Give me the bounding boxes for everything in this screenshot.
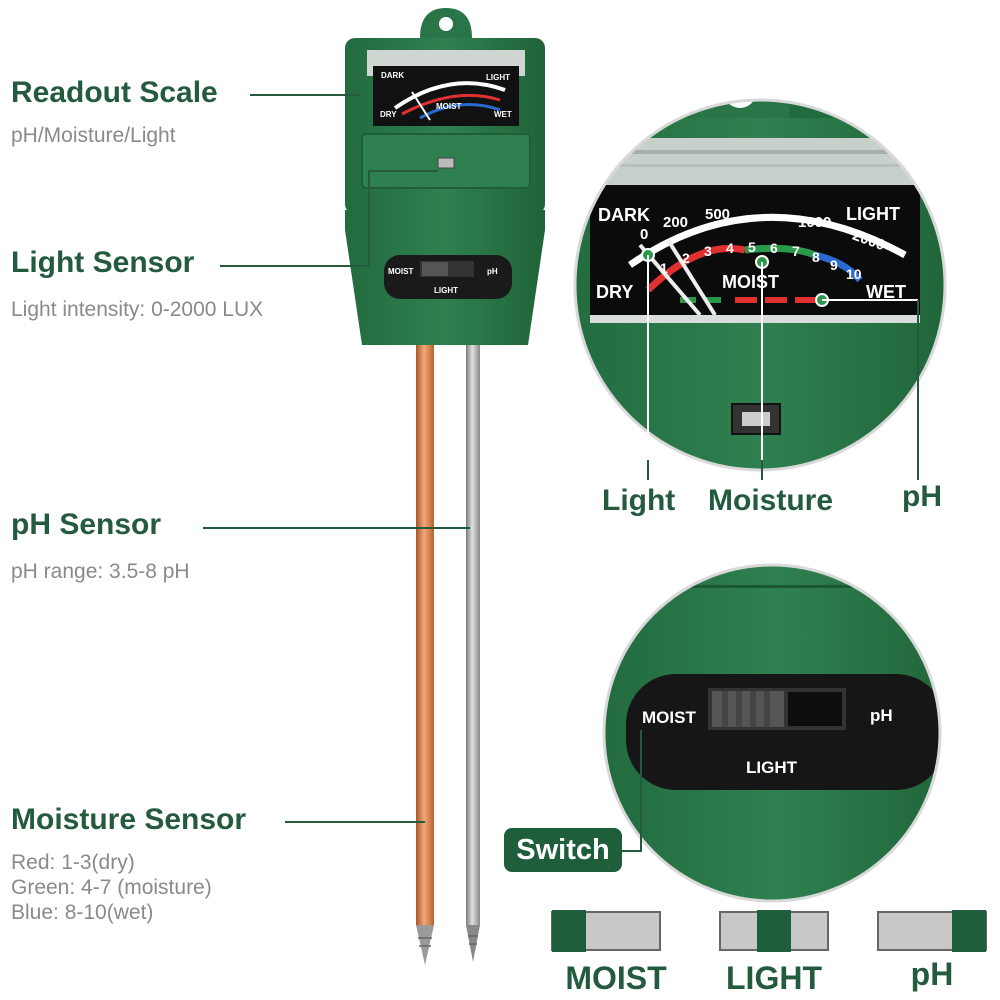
- callout-ph: pH: [902, 480, 942, 513]
- callout-moisture: Moisture: [708, 484, 834, 517]
- device-dry: DRY: [380, 110, 397, 119]
- moisture-sensor-title: Moisture Sensor: [11, 803, 247, 836]
- zoom-switch-light: LIGHT: [746, 758, 797, 777]
- readout-scale-title: Readout Scale: [11, 76, 218, 109]
- device-switch-light: LIGHT: [434, 286, 458, 295]
- device-switch-ph: pH: [487, 267, 498, 276]
- zoom-switch-ph: pH: [870, 706, 893, 725]
- device-light: LIGHT: [486, 73, 510, 82]
- moisture-green: Green: 4-7 (moisture): [11, 876, 212, 899]
- light-sensor-title: Light Sensor: [11, 246, 195, 279]
- probes: [416, 340, 480, 965]
- mode-moist-label: MOIST: [565, 960, 667, 996]
- meter-device: [345, 8, 545, 345]
- mode-ph-label: pH: [910, 956, 954, 992]
- scale-zoom: [573, 98, 947, 480]
- switch-mode-icons: [551, 910, 987, 952]
- callout-light: Light: [602, 484, 676, 517]
- light-leader-horizontal: [368, 170, 438, 172]
- device-dark: DARK: [381, 71, 405, 80]
- ph-leader-line: [203, 527, 470, 529]
- switch-leader-vertical: [640, 730, 642, 852]
- zoom-switch-moist: MOIST: [642, 708, 696, 727]
- device-wet: WET: [494, 110, 512, 119]
- light-sensor-desc: Light intensity: 0-2000 LUX: [11, 298, 264, 321]
- readout-scale-desc: pH/Moisture/Light: [11, 124, 176, 147]
- switch-zoom: [602, 563, 942, 903]
- moisture-blue: Blue: 8-10(wet): [11, 901, 154, 924]
- readout-leader-line: [250, 94, 360, 96]
- light-leader-vertical: [368, 170, 370, 265]
- light-leader-line: [220, 265, 370, 267]
- device-moist: MOIST: [436, 102, 462, 111]
- switch-badge: Switch: [504, 828, 622, 872]
- switch-leader-line: [622, 850, 642, 852]
- ph-sensor-title: pH Sensor: [11, 508, 162, 541]
- moisture-leader-line: [285, 821, 425, 823]
- device-scale-text: DARK LIGHT DRY WET MOIST: [378, 70, 518, 130]
- moisture-red: Red: 1-3(dry): [11, 851, 135, 874]
- ph-sensor-desc: pH range: 3.5-8 pH: [11, 560, 190, 583]
- mode-light-label: LIGHT: [726, 960, 822, 996]
- device-switch-moist: MOIST: [388, 267, 414, 276]
